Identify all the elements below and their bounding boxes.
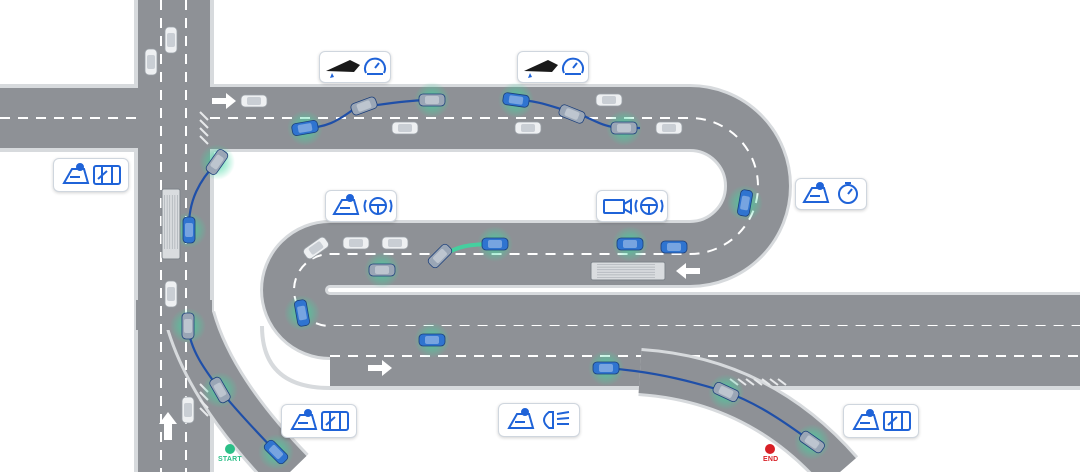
serpentine-road	[210, 84, 1080, 360]
arrow-up-icon	[159, 412, 177, 440]
badge-road-lanechange-bottom-left	[281, 404, 357, 438]
ghost-car	[181, 312, 195, 340]
ego-car	[263, 439, 289, 465]
road-sign-icon	[332, 194, 360, 215]
ego-car	[592, 361, 620, 375]
traffic-car	[381, 236, 409, 250]
road-sign-icon	[852, 409, 880, 430]
road-sign-icon	[290, 409, 318, 430]
lane-change-icon	[883, 411, 911, 431]
truck	[590, 261, 666, 281]
ghost-car	[418, 93, 446, 107]
camera-icon	[603, 198, 632, 215]
ego-car	[616, 237, 644, 251]
traffic-car	[181, 396, 195, 424]
traffic-car	[303, 236, 329, 260]
start-marker	[225, 444, 235, 454]
traffic-car	[240, 94, 268, 108]
start-label: START	[218, 456, 242, 463]
ghost-car	[209, 376, 231, 404]
ego-car	[418, 333, 446, 347]
ego-car	[660, 240, 688, 254]
arrow-right-icon	[212, 93, 236, 109]
ego-car	[294, 299, 310, 327]
traffic-car	[595, 93, 623, 107]
ego-car	[182, 216, 196, 244]
traffic-car	[164, 26, 178, 54]
traffic-car	[655, 121, 683, 135]
lane-change-icon	[321, 411, 349, 431]
traffic-car	[342, 236, 370, 250]
ego-car	[291, 120, 319, 136]
direction-arrows	[159, 93, 700, 440]
speedometer-icon	[562, 57, 584, 75]
badge-camera-steering	[596, 190, 668, 222]
badge-road-lanechange-left	[53, 158, 129, 192]
steering-wheel-icon	[363, 197, 393, 215]
lane-change-icon	[93, 165, 121, 185]
road-sign-icon	[507, 408, 535, 429]
traffic-car	[391, 121, 419, 135]
road-sign-icon	[802, 182, 830, 203]
ghost-car	[368, 263, 396, 277]
ghost-car	[610, 121, 638, 135]
traffic-car	[514, 121, 542, 135]
traffic-car	[164, 280, 178, 308]
end-label: END	[763, 456, 779, 463]
ghost-car	[427, 243, 453, 269]
ghost-car	[712, 381, 740, 403]
arrow-right-icon	[368, 360, 392, 376]
ghost-car	[799, 430, 825, 454]
wiper-stalk-icon	[524, 60, 558, 78]
badge-road-headlight	[498, 403, 580, 437]
road-sign-icon	[62, 163, 90, 184]
badge-road-lanechange-bottom-right	[843, 404, 919, 438]
speedometer-icon	[364, 57, 386, 75]
badge-road-speed-right	[795, 178, 867, 210]
truck	[161, 188, 181, 260]
headlight-icon	[543, 411, 570, 429]
ghost-car	[205, 149, 229, 175]
ego-car	[481, 237, 509, 251]
badge-road-steering-mid	[325, 190, 397, 222]
ghost-car	[350, 96, 378, 116]
badge-wiper-speed-top-left	[319, 51, 391, 83]
wiper-stalk-icon	[326, 60, 360, 78]
vehicles	[144, 26, 825, 465]
ghost-car	[558, 104, 586, 124]
traffic-car	[144, 48, 158, 76]
speedometer-icon	[838, 182, 858, 204]
ego-car	[502, 92, 530, 108]
arrow-left-icon	[676, 263, 700, 279]
badge-wiper-speed-top-right	[517, 51, 589, 83]
ego-car	[737, 189, 753, 217]
steering-wheel-icon	[634, 197, 664, 215]
end-marker	[765, 444, 775, 454]
